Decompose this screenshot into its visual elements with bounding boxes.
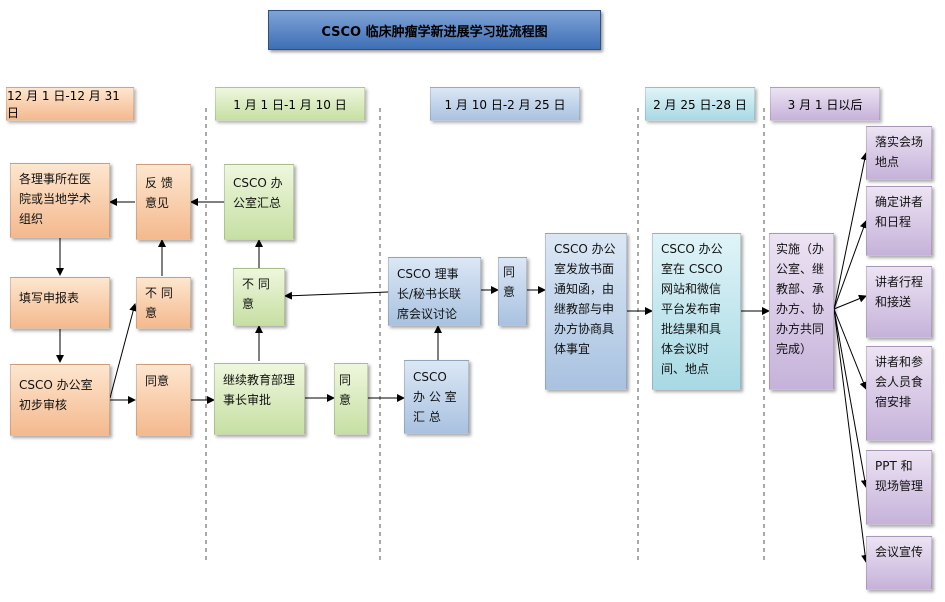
node-joint-meeting: CSCO 理事长/秘书长联席会议讨论 <box>388 257 481 326</box>
node-publish: CSCO 办公室在 CSCO 网站和微信平台发布审批结果和具体会议时间、地点 <box>652 233 741 390</box>
node-feedback: 反 馈 意见 <box>136 164 191 240</box>
node-notice: CSCO 办公室发放书面通知函，由继教部与申办方协商具体事宜 <box>545 233 627 390</box>
task-ppt-onsite: PPT 和现场管理 <box>866 450 932 525</box>
node-disagree-1: 不 同 意 <box>136 277 191 329</box>
node-agree-3: 同 意 <box>498 257 527 326</box>
period-dividers <box>205 108 765 562</box>
node-agree-2: 同 意 <box>334 363 368 435</box>
node-office-summary-2: CSCO 办 公 室 汇 总 <box>404 360 469 434</box>
node-initial-review: CSCO 办公室初步审核 <box>10 364 110 436</box>
period-label-5: 3 月 1 日以后 <box>770 87 880 121</box>
node-fill-form: 填写申报表 <box>10 277 110 329</box>
node-agree-1: 同意 <box>136 364 191 436</box>
node-cme-approval: 继续教育部理事长审批 <box>214 363 305 435</box>
node-organize: 各理事所在医院或当地学术组织 <box>10 163 110 238</box>
task-promotion: 会议宣传 <box>866 536 932 590</box>
task-speakers-schedule: 确定讲者和日程 <box>866 186 932 256</box>
period-label-4: 2 月 25 日-28 日 <box>645 87 755 121</box>
period-label-1: 12 月 1 日-12 月 31 日 <box>6 87 134 121</box>
task-venue: 落实会场地点 <box>866 126 932 180</box>
node-implement: 实施（办公室、继教部、承办方、协办方共同完成） <box>769 233 834 390</box>
page-title: CSCO 临床肿瘤学新进展学习班流程图 <box>268 10 601 50</box>
task-speaker-transport: 讲者行程和接送 <box>866 266 932 338</box>
period-label-3: 1 月 10 日-2 月 25 日 <box>430 87 580 121</box>
task-accommodation: 讲者和参会人员食宿安排 <box>866 346 932 441</box>
node-office-summary-1: CSCO 办公室汇总 <box>224 164 294 240</box>
node-disagree-2: 不 同 意 <box>233 268 285 326</box>
period-label-2: 1 月 1 日-1 月 10 日 <box>215 87 365 121</box>
